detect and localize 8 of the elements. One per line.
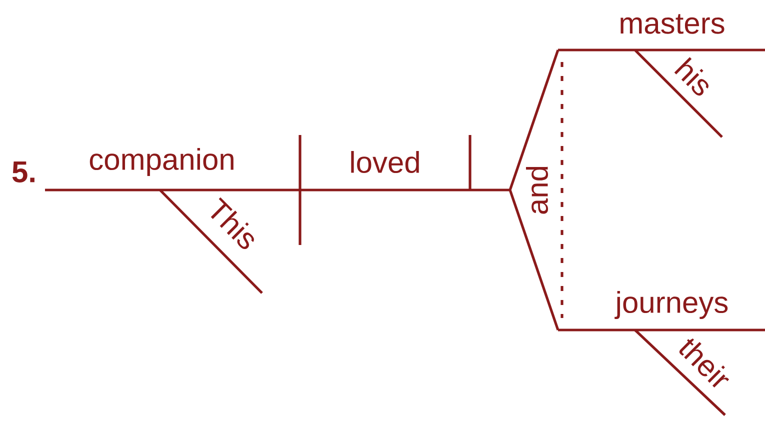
item-number: 5. (12, 162, 34, 182)
word-label: and (526, 166, 548, 214)
word-label: loved (351, 151, 419, 174)
word-label: journeys (614, 291, 728, 319)
word-label: masters (620, 14, 724, 34)
word-label: his (674, 57, 708, 96)
word-label: their (679, 338, 729, 388)
word-label: companion (90, 148, 234, 176)
